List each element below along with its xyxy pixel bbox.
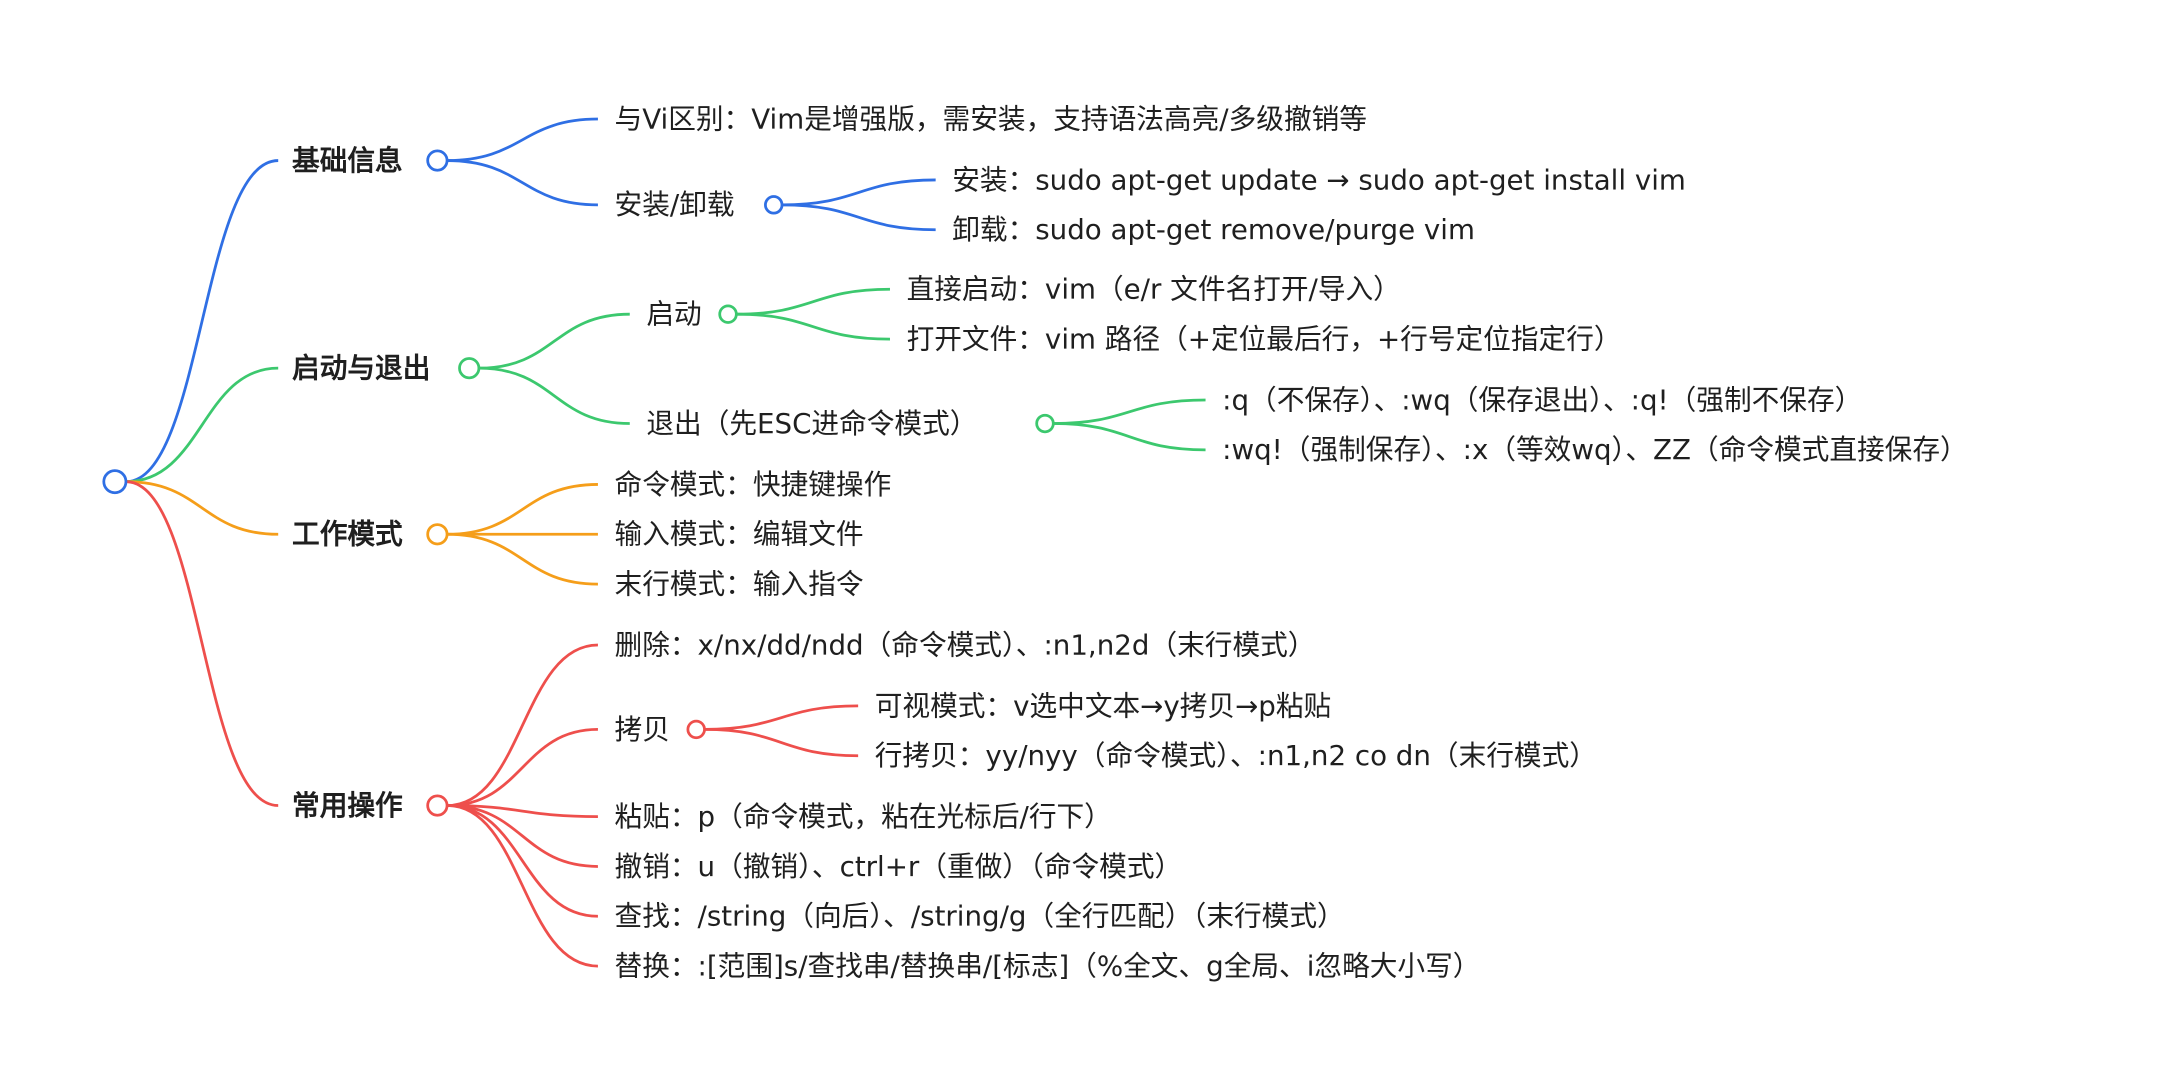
- child-connector: [447, 532, 598, 586]
- child-connector: [478, 366, 630, 425]
- grandchild-label: :wq!（强制保存）、:x（等效wq）、ZZ（命令模式直接保存）: [1222, 433, 1968, 466]
- child-node-circle[interactable]: [718, 304, 738, 324]
- branch-node-circle[interactable]: [426, 149, 449, 172]
- grandchild-label: 安装：sudo apt-get update → sudo apt-get in…: [952, 163, 1686, 196]
- child-node-circle[interactable]: [764, 195, 784, 215]
- grandchild-connector: [1053, 422, 1206, 452]
- child-connector: [447, 804, 598, 968]
- branch-label: 基础信息: [292, 144, 403, 177]
- grandchild-connector: [782, 203, 936, 232]
- child-node-circle[interactable]: [686, 719, 706, 740]
- grandchild-connector: [736, 287, 890, 316]
- grandchild-label: 行拷贝：yy/nyy（命令模式）、:n1,n2 co dn（末行模式）: [875, 739, 1597, 772]
- child-label: 与Vi区别：Vim是增强版，需安装，支持语法高亮/多级撤销等: [615, 102, 1367, 135]
- connector-lines: [125, 117, 1206, 968]
- child-label: 退出（先ESC进命令模式）: [646, 407, 977, 440]
- branch-node-circle[interactable]: [426, 523, 449, 546]
- child-connector: [447, 804, 598, 819]
- child-label: 查找：/string（向后）、/string/g（全行匹配）（末行模式）: [615, 900, 1345, 933]
- branch-node-circle[interactable]: [458, 357, 481, 380]
- child-connector: [447, 804, 598, 918]
- child-label: 末行模式：输入指令: [615, 567, 864, 600]
- grandchild-connector: [1053, 398, 1206, 425]
- child-connector: [447, 643, 598, 807]
- child-connector: [447, 804, 598, 868]
- branch-label: 常用操作: [292, 789, 403, 822]
- grandchild-connector: [704, 728, 859, 758]
- branch-label: 启动与退出: [292, 352, 430, 385]
- grandchild-label: 打开文件：vim 路径（+定位最后行，+行号定位指定行）: [907, 322, 1622, 355]
- child-label: 粘贴：p（命令模式，粘在光标后/行下）: [615, 800, 1112, 833]
- child-label: 安装/卸载: [615, 188, 735, 221]
- branch-connector: [125, 159, 279, 484]
- child-label: 启动: [646, 298, 701, 331]
- child-connector: [478, 312, 630, 370]
- child-connector: [447, 159, 598, 207]
- child-connector: [447, 483, 598, 536]
- child-connector: [447, 117, 598, 162]
- branch-label: 工作模式: [292, 518, 403, 551]
- branch-connector: [125, 480, 279, 536]
- grandchild-label: 直接启动：vim（e/r 文件名打开/导入）: [907, 273, 1401, 306]
- grandchild-label: 卸载：sudo apt-get remove/purge vim: [952, 213, 1475, 246]
- child-label: 命令模式：快捷键操作: [615, 468, 892, 501]
- branch-node-circle[interactable]: [426, 794, 449, 817]
- child-label: 输入模式：编辑文件: [615, 518, 864, 551]
- child-node-circle[interactable]: [1035, 413, 1055, 434]
- child-label: 拷贝: [615, 713, 670, 746]
- grandchild-connector: [704, 704, 859, 731]
- grandchild-label: :q（不保存）、:wq（保存退出）、:q!（强制不保存）: [1222, 383, 1862, 416]
- child-connector: [447, 728, 598, 807]
- child-label: 撤销：u（撤销）、ctrl+r（重做）（命令模式）: [615, 850, 1183, 883]
- branch-connector: [125, 480, 279, 807]
- child-label: 删除：x/nx/dd/ndd（命令模式）、:n1,n2d（末行模式）: [615, 628, 1316, 661]
- child-label: 替换：:[范围]s/查找串/替换串/[标志]（%全文、g全局、i忽略大小写）: [615, 949, 1481, 982]
- root-node-circle[interactable]: [102, 469, 128, 495]
- branch-connector: [125, 366, 279, 484]
- grandchild-label: 可视模式：v选中文本→y拷贝→p粘贴: [875, 689, 1331, 722]
- grandchild-connector: [782, 178, 936, 207]
- grandchild-connector: [736, 312, 890, 341]
